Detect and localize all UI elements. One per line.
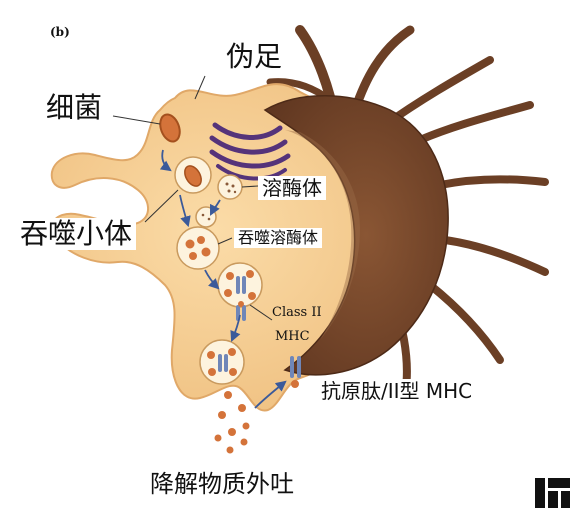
lysosome-vesicle: [217, 174, 243, 200]
nucleus: [263, 95, 449, 376]
label-lysosome: 溶酶体: [258, 176, 326, 200]
label-pseudopod: 伪足: [226, 40, 283, 73]
label-bacterium: 细菌: [42, 92, 107, 124]
exocytosis-vesicle: [199, 339, 245, 385]
phagosome-vesicle: [174, 156, 212, 194]
nucleus-highlight: [285, 130, 360, 340]
label-phagolysosome: 吞噬溶酶体: [234, 228, 323, 248]
golgi-apparatus: [209, 122, 291, 181]
label-peptide-mhc: 抗原肽/II型 MHC: [317, 379, 477, 403]
released-debris: [214, 391, 250, 454]
pathway-arrows: [159, 149, 287, 409]
mhc-loading-vesicle: [217, 262, 263, 308]
label-class2-line1: Class II: [272, 305, 322, 320]
label-exocytosis: 降解物质外吐: [146, 470, 298, 498]
label-class2-line2: MHC: [275, 329, 310, 344]
corner-logo-icon: [535, 478, 570, 508]
bacterium: [159, 113, 181, 143]
phagolysosome-vesicle: [176, 226, 220, 270]
panel-letter: (b): [50, 25, 70, 39]
label-phagosome: 吞噬小体: [16, 218, 137, 250]
leader-lines: [112, 75, 273, 321]
mhc-molecule-vesicle: [236, 301, 246, 321]
surface-mhc-peptide: [290, 356, 301, 388]
